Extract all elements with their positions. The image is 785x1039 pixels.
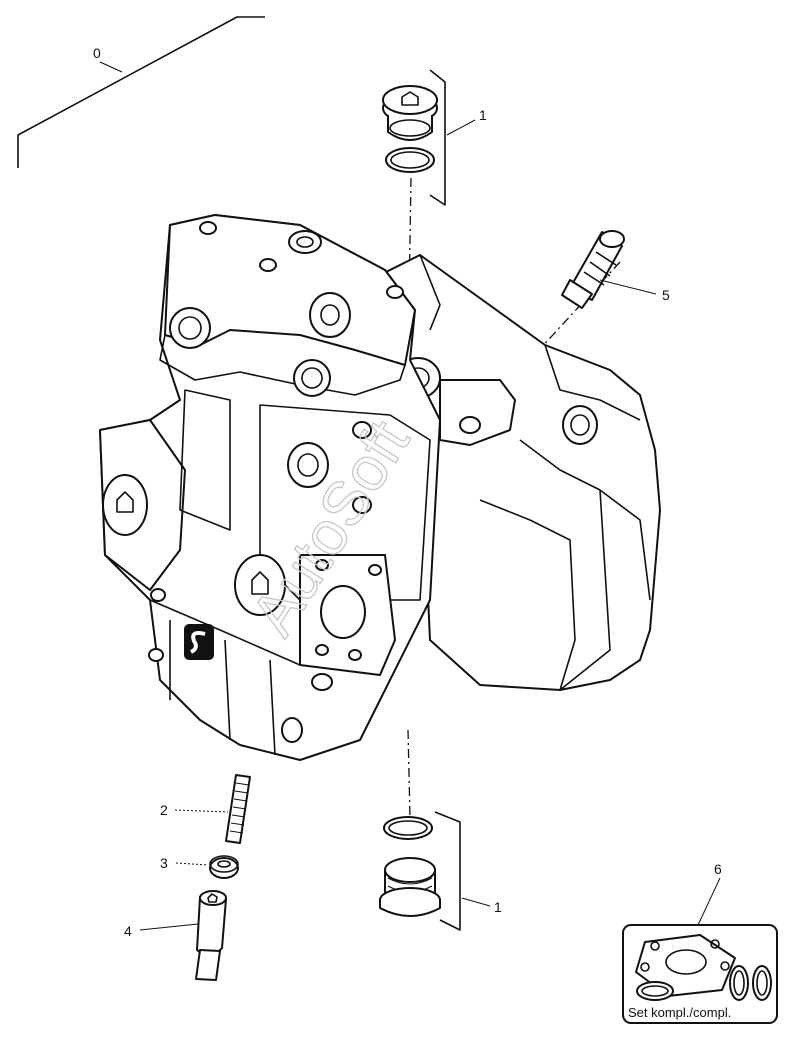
callout-4: 4 bbox=[124, 923, 132, 939]
washer-item-3: 3 bbox=[160, 855, 239, 879]
callout-1-bottom: 1 bbox=[494, 899, 502, 915]
bracket-1-bottom: 1 bbox=[434, 811, 502, 931]
threaded-pin-item-2: 2 bbox=[160, 774, 251, 844]
fitting-item-5: 5 bbox=[561, 230, 670, 309]
seal-kit-box: 6 Set kompl./compl. bbox=[622, 861, 778, 1024]
brand-emblem-icon bbox=[184, 624, 214, 660]
callout-5: 5 bbox=[662, 287, 670, 303]
callout-0: 0 bbox=[93, 45, 101, 61]
top-plug-with-o-ring bbox=[382, 85, 438, 173]
valve-fitting-item-4: 4 bbox=[124, 890, 227, 981]
hydraulic-motor-body bbox=[99, 214, 661, 761]
callout-1-top: 1 bbox=[479, 107, 487, 123]
seal-kit-label: Set kompl./compl. bbox=[628, 1005, 731, 1020]
callout-2: 2 bbox=[160, 802, 168, 818]
assembly-bracket-0: 0 bbox=[17, 16, 265, 168]
bracket-1-top: 1 bbox=[429, 69, 487, 206]
callout-6: 6 bbox=[714, 861, 722, 877]
callout-3: 3 bbox=[160, 855, 168, 871]
bottom-plug-with-o-ring bbox=[379, 816, 441, 917]
seal-kit-gasket-icon bbox=[635, 934, 772, 1001]
